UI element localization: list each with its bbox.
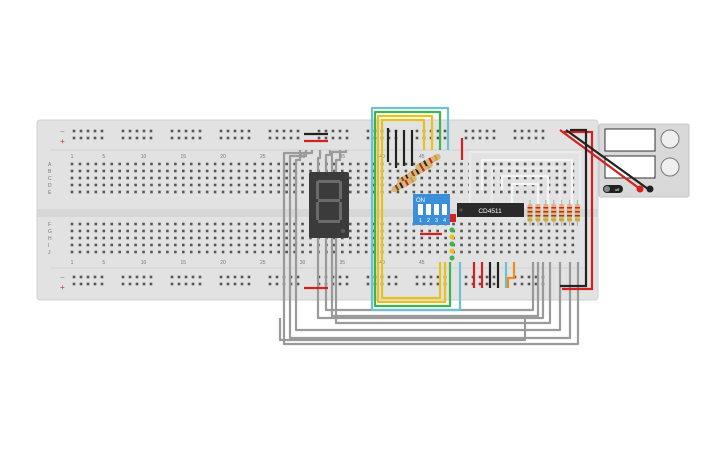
- white-wire-outline: [469, 151, 581, 204]
- cd4511-chip[interactable]: CD4511: [457, 203, 524, 217]
- power-supply[interactable]: off: [598, 123, 690, 198]
- dip-number: 3: [435, 218, 438, 224]
- column-number: 35: [340, 154, 346, 160]
- column-number: 5: [102, 260, 105, 266]
- column-number: 25: [260, 260, 266, 266]
- column-number: 20: [220, 154, 226, 160]
- display-segment: [316, 202, 319, 220]
- display-segment: [318, 199, 340, 202]
- display-segment: [318, 220, 340, 223]
- power-switch-label: off: [615, 187, 620, 192]
- dip-toggles[interactable]: [418, 204, 447, 215]
- column-number: 5: [102, 154, 105, 160]
- dip-toggle[interactable]: [442, 204, 447, 215]
- row-letter: G: [48, 229, 52, 235]
- rail-plus-bottom: +: [60, 283, 65, 292]
- dip-number: 4: [443, 218, 446, 224]
- seven-segment-display[interactable]: [309, 172, 349, 238]
- row-letter: F: [48, 222, 51, 228]
- rail-minus-top: −: [60, 127, 65, 136]
- dip-toggle[interactable]: [418, 204, 423, 215]
- row-letter: J: [48, 250, 51, 256]
- column-number: 45: [419, 154, 425, 160]
- signal-wires[interactable]: [370, 106, 462, 312]
- row-letter: B: [48, 169, 52, 175]
- column-number: 10: [141, 260, 147, 266]
- chip-label: CD4511: [478, 208, 502, 215]
- column-number: 1: [71, 260, 74, 266]
- seven-segment-digit: [316, 180, 342, 223]
- column-number: 30: [300, 260, 306, 266]
- dip-number: 2: [427, 218, 430, 224]
- column-number: 15: [181, 260, 187, 266]
- column-number: 10: [141, 154, 147, 160]
- output-resistor-bank[interactable]: [527, 200, 580, 226]
- row-letter: E: [48, 190, 52, 196]
- row-letter: C: [48, 176, 52, 182]
- short-wires[interactable]: [304, 128, 516, 290]
- negative-terminal[interactable]: [646, 185, 654, 193]
- dip-number: 1: [419, 218, 422, 224]
- display-segment: [339, 202, 342, 220]
- jumper-pins: [449, 227, 455, 261]
- voltage-knob[interactable]: [660, 129, 680, 149]
- row-letter: H: [48, 236, 52, 242]
- input-resistors[interactable]: [390, 153, 442, 193]
- row-letter: I: [48, 243, 49, 249]
- rail-plus-top: +: [60, 137, 65, 146]
- current-knob[interactable]: [660, 157, 680, 177]
- column-number: 45: [419, 260, 425, 266]
- column-number: 25: [260, 154, 266, 160]
- column-number: 15: [181, 154, 187, 160]
- chip-marker: [450, 214, 456, 222]
- row-letter: D: [48, 183, 52, 189]
- column-number: 1: [71, 154, 74, 160]
- display-segment: [339, 181, 342, 199]
- dip-switch-on-label: ON: [416, 198, 425, 204]
- row-letter: A: [48, 162, 52, 168]
- column-number: 20: [220, 260, 226, 266]
- display-segment: [316, 181, 319, 199]
- dip-toggle[interactable]: [434, 204, 439, 215]
- rail-minus-bottom: −: [60, 273, 65, 282]
- column-number: 35: [340, 260, 346, 266]
- power-wires[interactable]: [559, 128, 649, 291]
- dip-toggle[interactable]: [426, 204, 431, 215]
- display-segment: [318, 180, 340, 183]
